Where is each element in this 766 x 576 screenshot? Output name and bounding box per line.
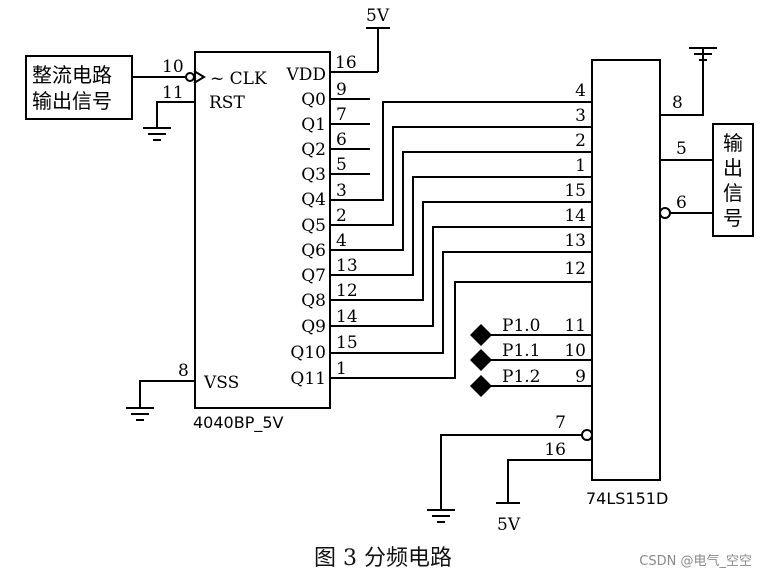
d2-pin-number: 2 [575, 131, 586, 151]
vcc-wire [507, 459, 592, 503]
source-box [25, 55, 133, 120]
q4-pin-number: 3 [336, 181, 347, 201]
q9-pin-number: 14 [336, 307, 358, 327]
source-line2: 输出信号 [32, 89, 112, 113]
q11-pin-number: 1 [336, 359, 347, 379]
strobe-inversion-bubble [581, 429, 593, 441]
source-line1: 整流电路 [32, 63, 112, 87]
d4-pin-number: 15 [564, 181, 586, 201]
q10-pin-number: 15 [336, 333, 358, 353]
vdd-pin-number: 16 [335, 53, 357, 73]
q4-name: Q4 [301, 190, 326, 210]
vss-pin-number: 8 [178, 361, 189, 381]
output-char-3: 信 [723, 181, 743, 205]
gnd-pin-number: 8 [672, 93, 683, 113]
rst-pin-name: RST [209, 93, 245, 113]
gnd-wire [660, 48, 704, 116]
d5-pin-number: 14 [564, 206, 586, 226]
q3-pin-number: 5 [336, 155, 347, 175]
rst-pin-number: 11 [162, 83, 184, 103]
w-inversion-bubble [659, 207, 671, 219]
d6-pin-number: 13 [564, 231, 586, 251]
q10-name: Q10 [290, 343, 326, 363]
q7-pin-number: 13 [336, 256, 358, 276]
vss-pin-name: VSS [203, 373, 239, 393]
select-label-p10: P1.0 [502, 316, 540, 336]
strobe-pin-number: 7 [555, 413, 566, 433]
q0-name: Q0 [301, 90, 326, 110]
q1-name: Q1 [301, 115, 326, 135]
figure-caption: 图 3 分频电路 [314, 546, 452, 571]
w-pin-number: 6 [676, 193, 687, 213]
wire-q11-d7 [330, 281, 592, 379]
q7-name: Q7 [301, 266, 326, 286]
bottom-supply-label: 5V [497, 515, 521, 535]
ic-4040-body [194, 51, 331, 409]
output-box [712, 123, 754, 237]
top-supply-label: 5V [366, 6, 390, 26]
diamond-terminal-p10 [470, 324, 492, 346]
ic-74ls151-body [591, 59, 661, 481]
clk-pin-number: 10 [162, 57, 184, 77]
ic-74ls151-part-label: 74LS151D [586, 489, 668, 508]
q8-pin-number: 12 [336, 281, 358, 301]
vss-wire [139, 380, 195, 408]
strobe-wire [440, 434, 582, 510]
wire-q5-d1 [330, 126, 592, 226]
q2-name: Q2 [301, 140, 326, 160]
select-label-p11: P1.1 [502, 341, 540, 361]
d0-pin-number: 4 [575, 81, 586, 101]
q2-pin-number: 6 [336, 130, 347, 150]
q1-pin-number: 7 [336, 105, 347, 125]
clk-edge-triangle [193, 70, 206, 84]
vcc-pin-number: 16 [544, 440, 566, 460]
q5-name: Q5 [301, 216, 326, 236]
output-char-1: 输 [723, 131, 743, 155]
select-pin-number-p12: 9 [575, 367, 586, 387]
q11-name: Q11 [290, 369, 326, 389]
clk-inversion-bubble [185, 72, 195, 82]
diamond-terminal-p11 [470, 349, 492, 371]
d1-pin-number: 3 [575, 106, 586, 126]
q6-name: Q6 [301, 241, 326, 261]
wire-q9-d5 [330, 226, 592, 327]
select-label-p12: P1.2 [502, 367, 540, 387]
output-char-2: 出 [723, 156, 743, 180]
rst-wire [156, 101, 195, 128]
d3-pin-number: 1 [575, 156, 586, 176]
diamond-terminal-p12 [470, 375, 492, 397]
select-pin-number-p11: 10 [564, 341, 586, 361]
q5-pin-number: 2 [336, 206, 347, 226]
wire-q8-d4 [330, 201, 592, 301]
q8-name: Q8 [301, 291, 326, 311]
ic-4040-part-label: 4040BP_5V [193, 413, 284, 433]
d7-pin-number: 12 [564, 259, 586, 279]
y-pin-number: 5 [676, 139, 687, 159]
wire-q4-d0 [330, 101, 592, 201]
wire-q6-d2 [330, 151, 592, 251]
q3-name: Q3 [301, 165, 326, 185]
q6-pin-number: 4 [336, 231, 347, 251]
clk-pin-name: ~ CLK [210, 69, 267, 89]
q9-name: Q9 [301, 317, 326, 337]
wire-q7-d3 [330, 176, 592, 276]
select-pin-number-p10: 11 [564, 316, 586, 336]
q0-pin-number: 9 [336, 80, 347, 100]
output-char-4: 号 [723, 206, 743, 230]
wire-q10-d6 [330, 251, 592, 354]
vdd-pin-name: VDD [285, 65, 326, 85]
watermark: CSDN @电气_空空 [639, 554, 752, 569]
